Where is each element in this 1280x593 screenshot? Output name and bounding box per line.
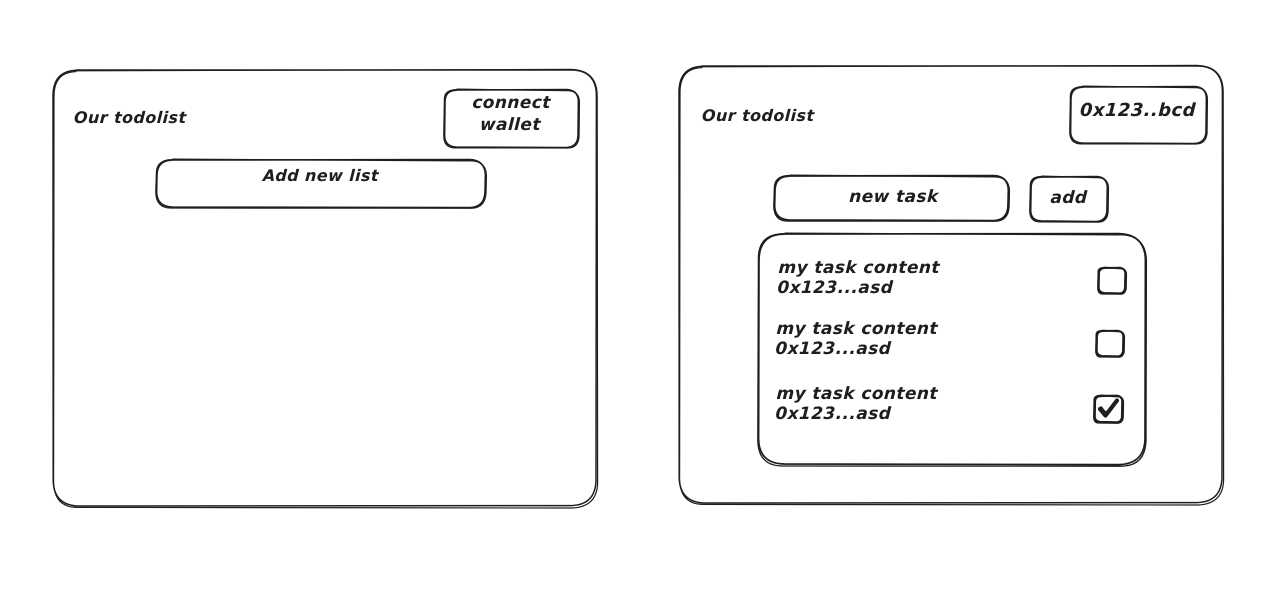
task-checkbox-2-frame[interactable] bbox=[1093, 394, 1125, 424]
connect-wallet-label-line-2: wallet bbox=[479, 115, 542, 136]
add-button-label[interactable]: add bbox=[1049, 188, 1089, 208]
page-title-create-list: Our todolist bbox=[73, 108, 188, 127]
page-title-task-list: Our todolist bbox=[701, 106, 816, 125]
task-content: my task content bbox=[776, 384, 939, 404]
connect-wallet-label-line-1: connect bbox=[471, 93, 552, 113]
task-content: my task content bbox=[778, 258, 941, 278]
task-address: 0x123...asd bbox=[776, 278, 894, 299]
task-content: my task content bbox=[776, 319, 939, 339]
add-new-list-button-label[interactable]: Add new list bbox=[262, 166, 380, 185]
task-address: 0x123...asd bbox=[774, 404, 892, 425]
connect-wallet-button-label[interactable]: connect wallet bbox=[451, 92, 571, 136]
task-checkbox-0-frame[interactable] bbox=[1097, 266, 1128, 295]
new-task-input-value[interactable]: new task bbox=[848, 187, 940, 207]
task-address: 0x123...asd bbox=[774, 339, 892, 360]
panel-task-list-frame bbox=[678, 64, 1225, 506]
task-checkbox-1-frame[interactable] bbox=[1095, 329, 1126, 358]
account-button-label[interactable]: 0x123..bcd bbox=[1079, 100, 1197, 121]
